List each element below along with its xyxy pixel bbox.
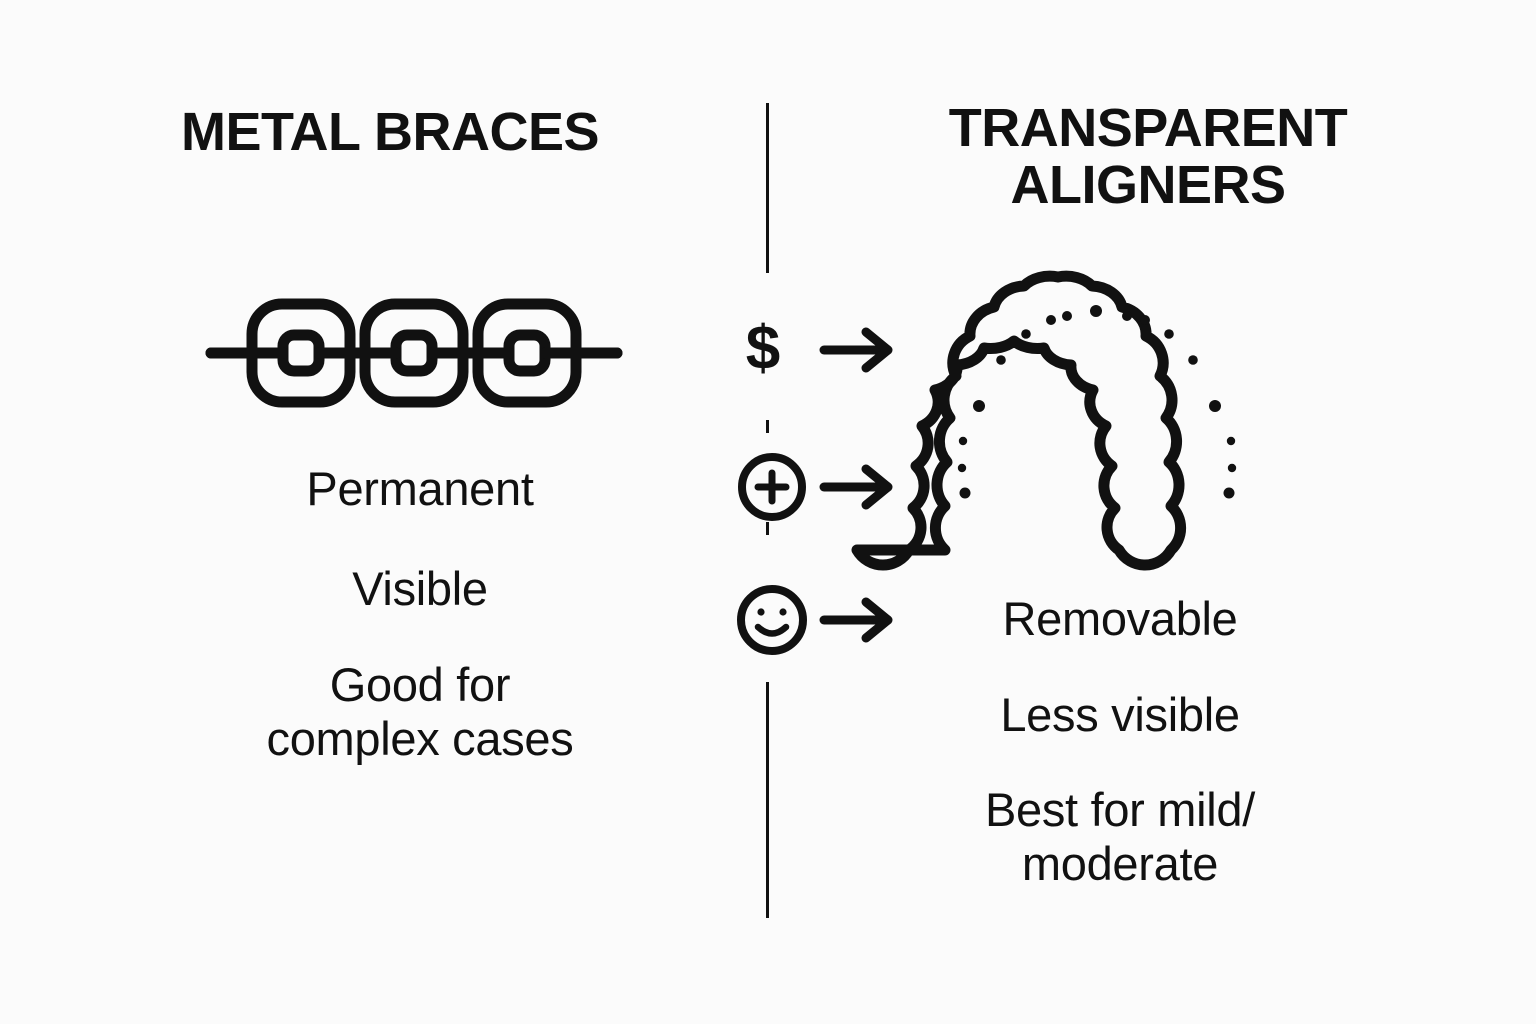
dollar-sign-icon: $ bbox=[745, 314, 781, 383]
center-marker-comfort bbox=[728, 580, 903, 662]
divider-tick-lower bbox=[766, 522, 769, 535]
feature-right-mild-moderate: Best for mild/moderate bbox=[984, 783, 1256, 890]
arrow-right-icon bbox=[819, 597, 893, 643]
feature-right-less-visible: Less visible bbox=[1000, 688, 1240, 741]
title-line-1: TRANSPARENT bbox=[948, 98, 1348, 158]
center-marker-benefit bbox=[728, 447, 903, 529]
arrow-right-icon bbox=[819, 464, 893, 510]
column-title-metal-braces: METAL BRACES bbox=[180, 102, 600, 162]
center-marker-cost: $ bbox=[728, 310, 903, 392]
feature-right-removable: Removable bbox=[1002, 592, 1238, 645]
title-line-2: ALIGNERS bbox=[1010, 155, 1286, 216]
circle-plus-icon bbox=[738, 453, 806, 521]
clear-aligner-tray-icon bbox=[851, 268, 1305, 571]
column-title-transparent-aligners: TRANSPARENT ALIGNERS bbox=[818, 98, 1478, 216]
vertical-divider-top bbox=[766, 103, 769, 273]
vertical-divider-bottom bbox=[766, 682, 769, 918]
metal-braces-bracket-icon bbox=[205, 288, 623, 418]
feature-left-permanent: Permanent bbox=[306, 462, 534, 515]
arrow-right-icon bbox=[819, 327, 893, 373]
smiley-face-icon bbox=[737, 585, 807, 655]
divider-tick-upper bbox=[766, 420, 769, 433]
feature-left-visible: Visible bbox=[352, 562, 488, 615]
